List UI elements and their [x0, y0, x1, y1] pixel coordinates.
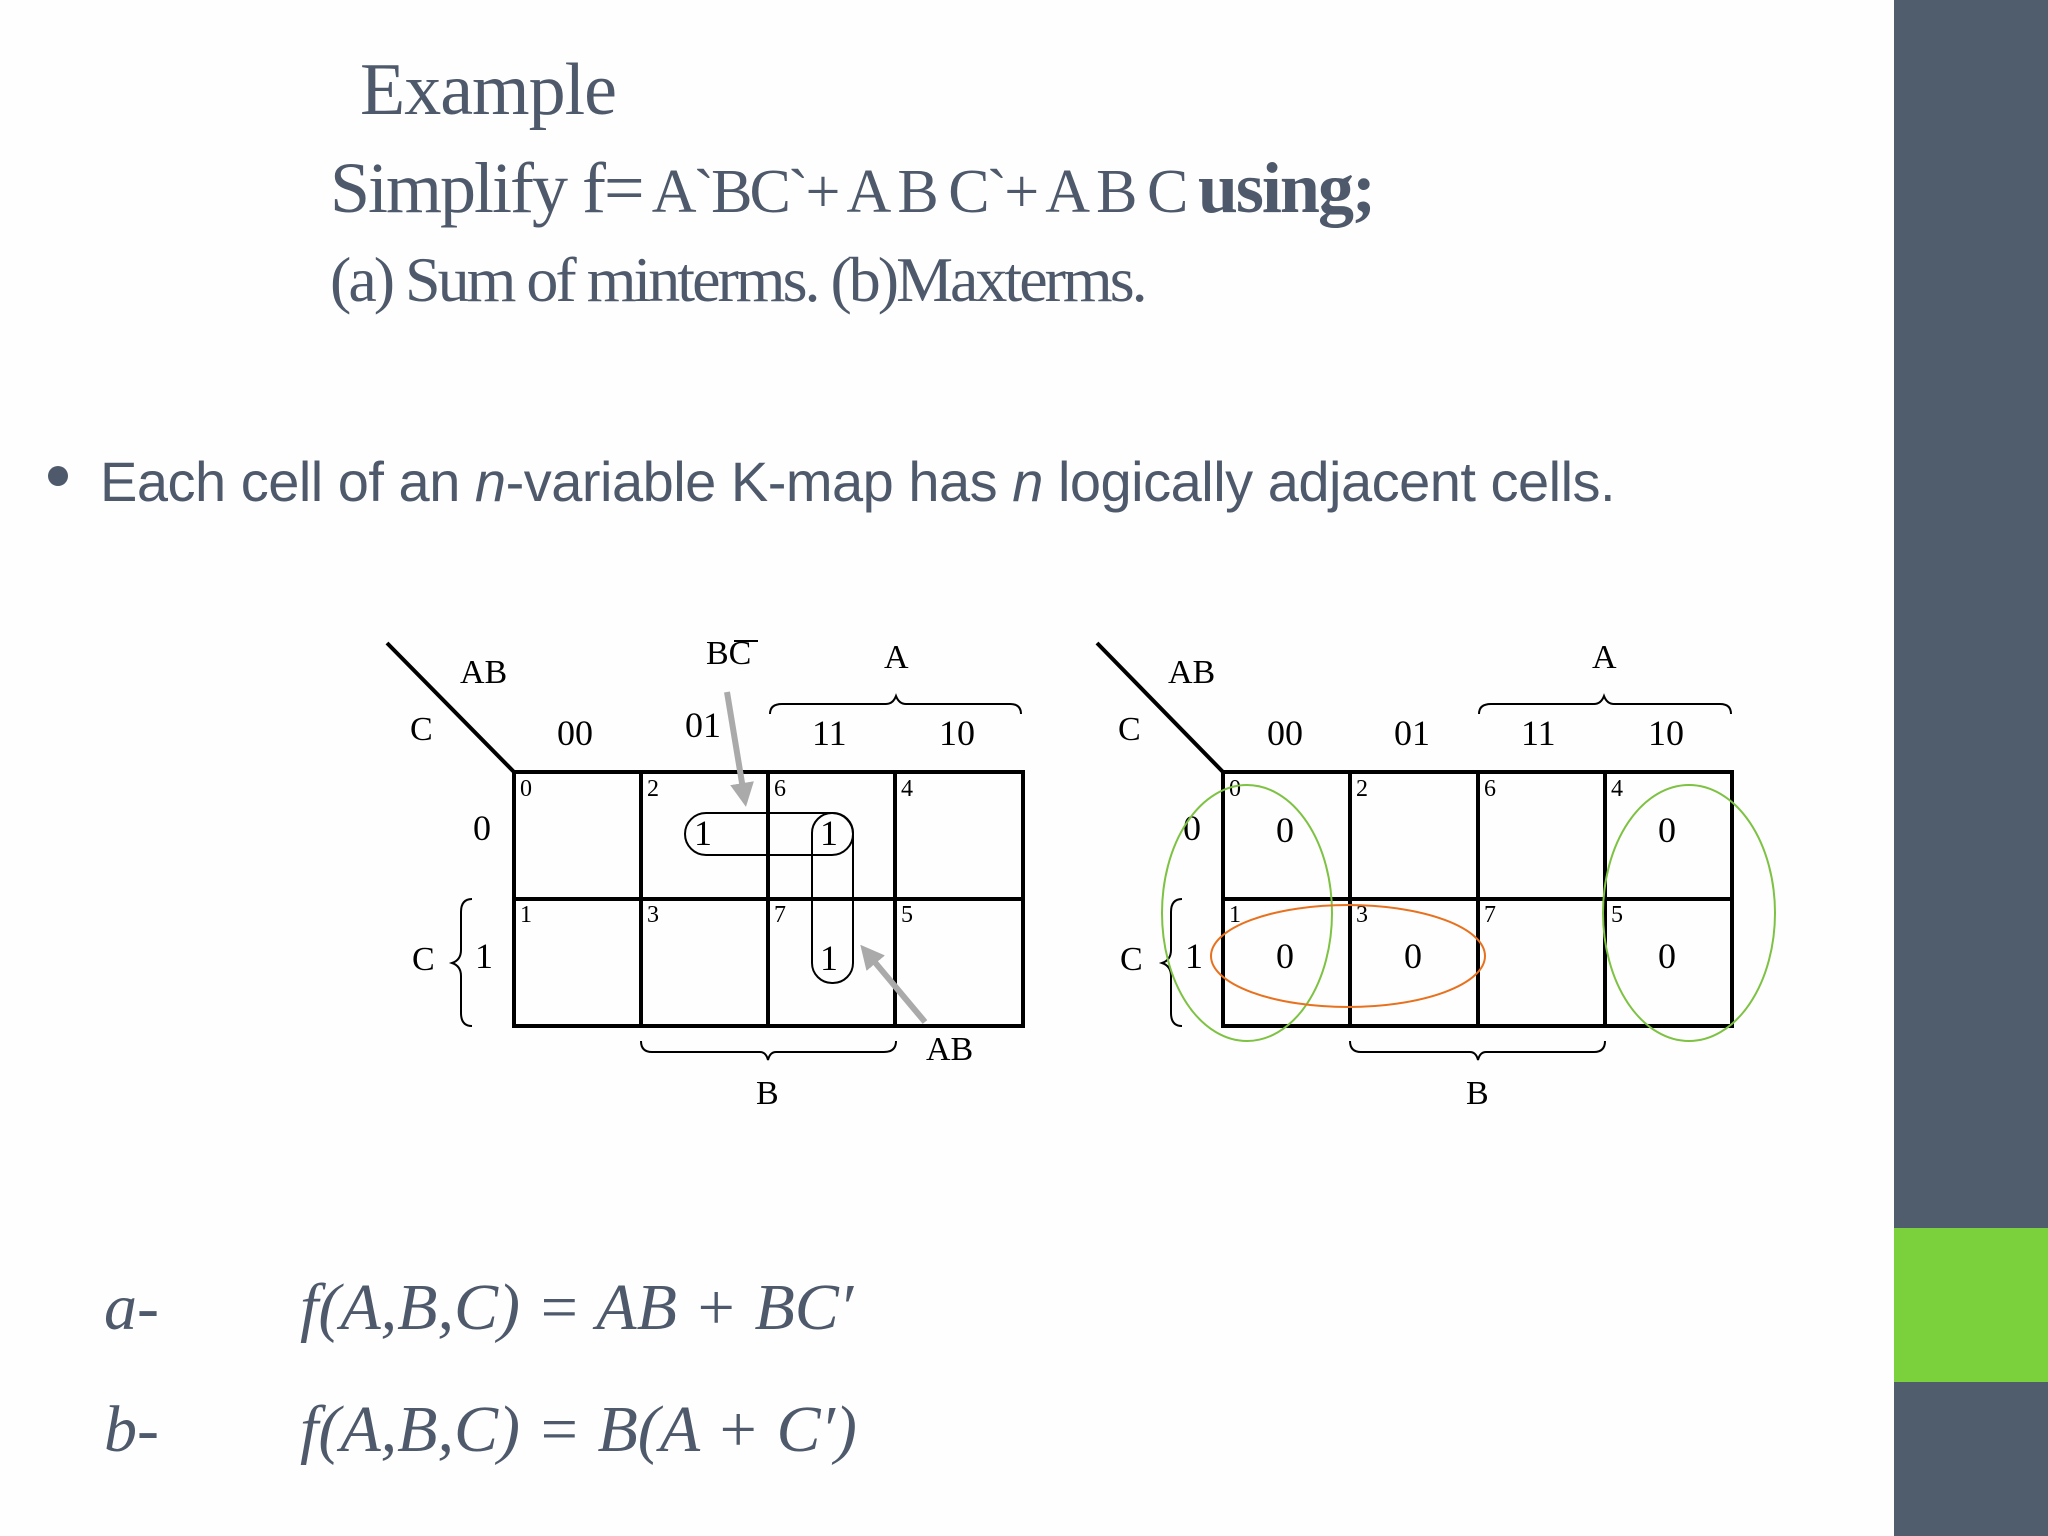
problem-prefix: Simplify f= [330, 148, 645, 228]
group-ellipse-green-left [1161, 784, 1333, 1042]
col-header: 11 [812, 713, 847, 753]
col-header: 00 [1267, 713, 1303, 753]
cell-value: 1 [694, 813, 712, 853]
brace-a-label: A [884, 639, 909, 676]
col-header: 00 [557, 713, 593, 753]
cell-index: 1 [520, 902, 532, 928]
row-header: 1 [1185, 936, 1203, 976]
group-ellipse-orange [1210, 904, 1486, 1008]
problem-parts: (a) Sum of minterms. (b)Maxterms. [330, 244, 1148, 315]
cell-value: 0 [1658, 810, 1676, 850]
group-label-ab: AB [926, 1031, 973, 1068]
bullet-icon [48, 466, 68, 486]
brace-c [448, 898, 473, 1027]
answer-b-label: b- [104, 1393, 159, 1466]
brace-a-label: A [1592, 639, 1617, 676]
cell-value: 0 [1276, 810, 1294, 850]
bullet-text-pre: Each cell of an [100, 450, 475, 513]
col-header: 11 [1521, 713, 1556, 753]
brace-b-label: B [756, 1075, 779, 1112]
brace-c-label: C [412, 941, 435, 978]
corner-top-label: AB [1168, 654, 1215, 691]
corner-top-label: AB [460, 654, 507, 691]
cell-index: 7 [774, 902, 786, 928]
group-loop-ab [811, 812, 854, 984]
cell-index: 2 [647, 776, 659, 802]
bullet-text-n: n [474, 450, 506, 513]
group-ellipse-green-right [1602, 784, 1776, 1042]
brace-b-label: B [1466, 1075, 1489, 1112]
brace-b [640, 1040, 897, 1061]
cell-value: 0 [1658, 936, 1676, 976]
col-header: 10 [1648, 713, 1684, 753]
kmap-pos: AB C 00 01 11 10 0 1 A C B 0 2 6 4 1 3 7… [1095, 639, 1776, 1112]
corner-left-label: C [410, 711, 433, 748]
cell-index: 5 [1611, 902, 1623, 928]
col-header: 01 [1394, 713, 1430, 753]
row-header: 0 [473, 808, 491, 848]
answer-b-expression: f(A,B,C) = B(A + C′) [300, 1393, 857, 1466]
bullet-text: Each cell of an n-variable K-map has n l… [100, 440, 1660, 523]
bullet-text-n: n [1012, 450, 1043, 513]
brace-b [1349, 1040, 1606, 1061]
corner-diagonal [385, 641, 516, 774]
arrow-bc [724, 691, 754, 807]
row-header: 0 [1183, 808, 1201, 848]
cell-value: 1 [820, 813, 838, 853]
brace-c-label: C [1120, 941, 1143, 978]
cell-index: 0 [1229, 776, 1241, 802]
cell-index: 4 [1611, 776, 1623, 802]
cell-index: 3 [647, 902, 659, 928]
cell-index: 5 [901, 902, 913, 928]
theme-sidebar-accent [1894, 1228, 2048, 1382]
bullet-text-mid: -variable K-map has [505, 450, 1013, 513]
cell-value: 0 [1276, 936, 1294, 976]
bullet-text-post: logically adjacent cells. [1042, 450, 1616, 513]
answer-a-expression: f(A,B,C) = AB + BC′ [300, 1271, 854, 1344]
col-header: 10 [939, 713, 975, 753]
arrow-ab [860, 944, 928, 1024]
cell-index: 1 [1229, 902, 1241, 928]
cell-value: 1 [820, 938, 838, 978]
cell-index: 2 [1356, 776, 1368, 802]
cell-index: 6 [774, 776, 786, 802]
cell-index: 7 [1484, 902, 1496, 928]
corner-left-label: C [1118, 711, 1141, 748]
slide-title: Example [360, 49, 617, 131]
answer-a-label: a- [104, 1271, 159, 1344]
col-header: 01 [685, 705, 721, 745]
cell-index: 4 [901, 776, 913, 802]
cell-value: 0 [1404, 936, 1422, 976]
row-header: 1 [475, 936, 493, 976]
problem-statement: Simplify f= A`BC`+ A B C`+ A B C using; [330, 145, 1376, 235]
problem-expression: A`BC`+ A B C`+ A B C [642, 158, 1198, 226]
kmap-sop: AB C 00 01 11 10 0 1 A C B 0 2 6 4 1 3 7… [385, 635, 1025, 1112]
cell-index: 0 [520, 776, 532, 802]
cell-index: 6 [1484, 776, 1496, 802]
brace-a [769, 693, 1022, 715]
brace-a [1478, 693, 1732, 715]
corner-diagonal [1095, 641, 1225, 774]
cell-index: 3 [1356, 902, 1368, 928]
problem-suffix: using; [1197, 148, 1376, 228]
brace-c [1158, 898, 1183, 1027]
